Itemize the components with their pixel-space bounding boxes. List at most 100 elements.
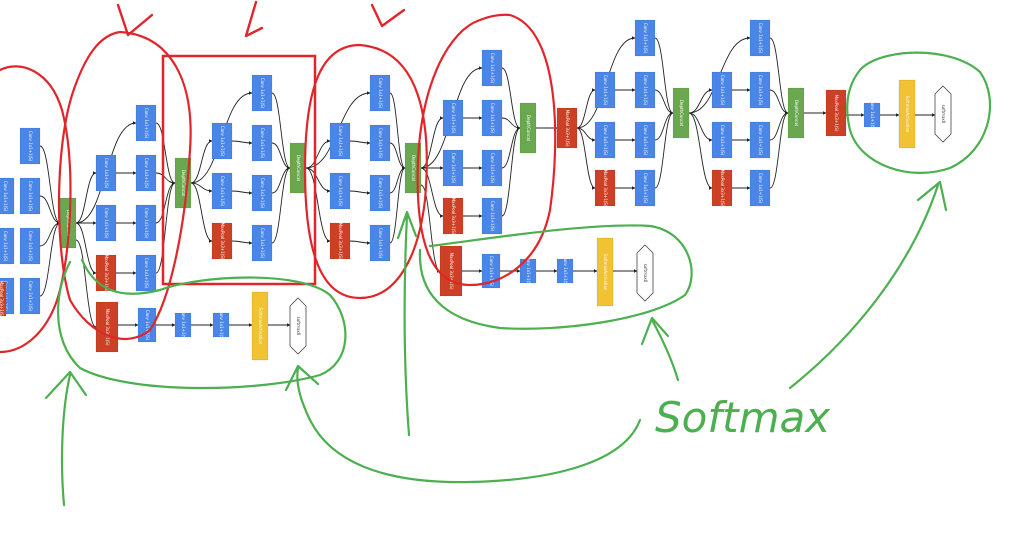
conv-node-label: Conv 1x1+1(S) [338,126,343,157]
softmax-activation-node-box [596,237,614,307]
edge [305,167,331,193]
conv-node-label: Conv 1x1+1(S) [144,158,149,189]
pool-node-label: MaxPool 3x3+1(S) [220,223,225,260]
softmax-annotation-label: Softmax [655,393,831,442]
conv-node-box [211,172,233,210]
softmax-activation-node: SoftmaxActivation [596,237,614,307]
conv-node: Conv 1x1+1(S) [634,19,656,57]
conv-node-box [19,227,41,265]
conv-node: Conv 1x1+1(S) [634,169,656,207]
conv-node: Conv 1x1+1(S) [481,197,503,235]
conv-node: Conv 1x1+1(S) [711,121,733,159]
pool-node-box [442,197,464,235]
conv-node-label: Conv 1x1+1(S) [378,78,383,109]
pool-node-box [329,222,351,260]
conv-node: Conv 1x1+1(S) [135,204,157,242]
red-box-module-b [161,54,317,286]
conv-node: Conv 1x1+1(S) [634,71,656,109]
conv-node: Conv 1x1+1(S) [19,177,41,215]
softmax-activation-node-label: SoftmaxActivation [258,308,263,345]
conv-node-box [137,307,157,343]
conv-node-label: Conv 1x1+1(S) [490,53,495,84]
conv-node-box [19,277,41,315]
depthconcat-node-label: DepthConcat [679,100,684,127]
pool-node-label: MaxPool 3x3+1(S) [0,281,4,318]
conv-node-label: Conv 1x1+1(S) [490,103,495,134]
conv-node-label: Conv 1x1+1(S) [104,208,109,239]
conv-node-box [135,254,157,292]
conv-node-label: Conv 1x1+1(S) [3,231,8,262]
conv-node-label: Conv 1x1+1(S) [490,153,495,184]
conv-node-label: Conv 1x1+1(S) [219,310,224,341]
conv-node-label: Conv 1x1+1(S) [758,125,763,156]
conv-node: Conv 1x1+1(S) [19,277,41,315]
conv-node-box [329,172,351,210]
edge [501,126,521,217]
edge [501,126,521,169]
pool-node: MaxPool 3x3+1(S) [556,107,578,149]
softmax-activation-node: SoftmaxActivation [898,79,916,149]
conv-node-label: Conv 1x1+1(S) [338,176,343,207]
conv-node-box [0,227,15,265]
conv-node-label: Conv 1x1+1(S) [378,178,383,209]
conv-node-label: Conv 1x1+1(S) [451,103,456,134]
conv-node-label: Conv 1x1+1(S) [260,78,265,109]
conv-node-box [442,99,464,137]
pool-node: MaxPool 3x3+1(S) [211,222,233,260]
conv-node-label: Conv 1x1+1(S) [260,128,265,159]
conv-node-label: Conv 1x1+1(S) [260,228,265,259]
conv-node-label: Conv 1x1+1(S) [720,75,725,106]
edge [420,167,444,218]
conv-node: Conv 1x1+1(S) [594,71,616,109]
conv-node-label: Conv 1x1+1(S) [603,75,608,106]
pool-node-label: MaxPool 3x3+1(S) [834,95,839,132]
depthconcat-node: DepthConcat [787,87,805,139]
conv-node-label: Conv 1x1+1(S) [758,23,763,54]
conv-node-label: Conv 1x1+1(S) [104,158,109,189]
conv-node-box [0,177,15,215]
pool-node: MaxPool 3x3+1(S) [95,301,119,353]
edge [271,142,291,170]
depthconcat-node-box [672,87,690,139]
conv-node-label: Conv 1x1+1(S) [758,75,763,106]
edge [155,181,176,274]
red-annotation-layer [0,0,557,354]
green-loop-final [846,51,992,174]
conv-node: Conv 1x1+1(S) [19,227,41,265]
pool-node-box [711,169,733,207]
conv-node-label: Conv 1x1+1(S) [643,23,648,54]
conv-node-label: Conv 1x1+1(S) [28,131,33,162]
conv-node-label: Conv 1x1+1(S) [28,231,33,262]
edge [271,166,291,244]
depthconcat-node-label: DepthConcat [411,155,416,182]
conv-node-box [135,154,157,192]
conv-node: Conv 1x1+1(S) [369,74,391,112]
conv-node: Conv 1x1+1(S) [251,224,273,262]
green-arrow-up-left [44,370,88,507]
conv-node: Conv 1x1+1(S) [329,122,351,160]
edge-layer [39,36,936,329]
pool-node-box [556,107,578,149]
conv-node-box [634,121,656,159]
pool-node: MaxPool 3x3+1(S) [825,89,847,137]
conv-node-box [212,312,230,338]
conv-node-label: Conv 1x1+1(S) [720,125,725,156]
red-loop-module-d [416,13,557,287]
edge [75,171,97,224]
pool-node: MaxPool 3x3+1(S) [329,222,351,260]
conv-node: Conv 1x1+1(S) [519,256,537,287]
conv-node-label: Conv 1x1+1(S) [145,310,150,341]
depthconcat-node-box [519,102,537,154]
conv-node-box [251,224,273,262]
pool-node-box [211,222,233,260]
conv-node-label: Conv 1x1+1(S) [490,201,495,232]
pool-node-box [0,281,7,317]
conv-node: Conv 1x1+1(S) [749,121,771,159]
conv-node-box [594,121,616,159]
conv-node-box [369,174,391,212]
depthconcat-node: DepthConcat [289,142,307,194]
green-loop-aux-1 [57,258,347,390]
edge [190,182,213,243]
pool-node: MaxPool 3x3+1(S) [594,170,616,207]
conv-node: Conv 1x1+1(S) [211,122,233,160]
